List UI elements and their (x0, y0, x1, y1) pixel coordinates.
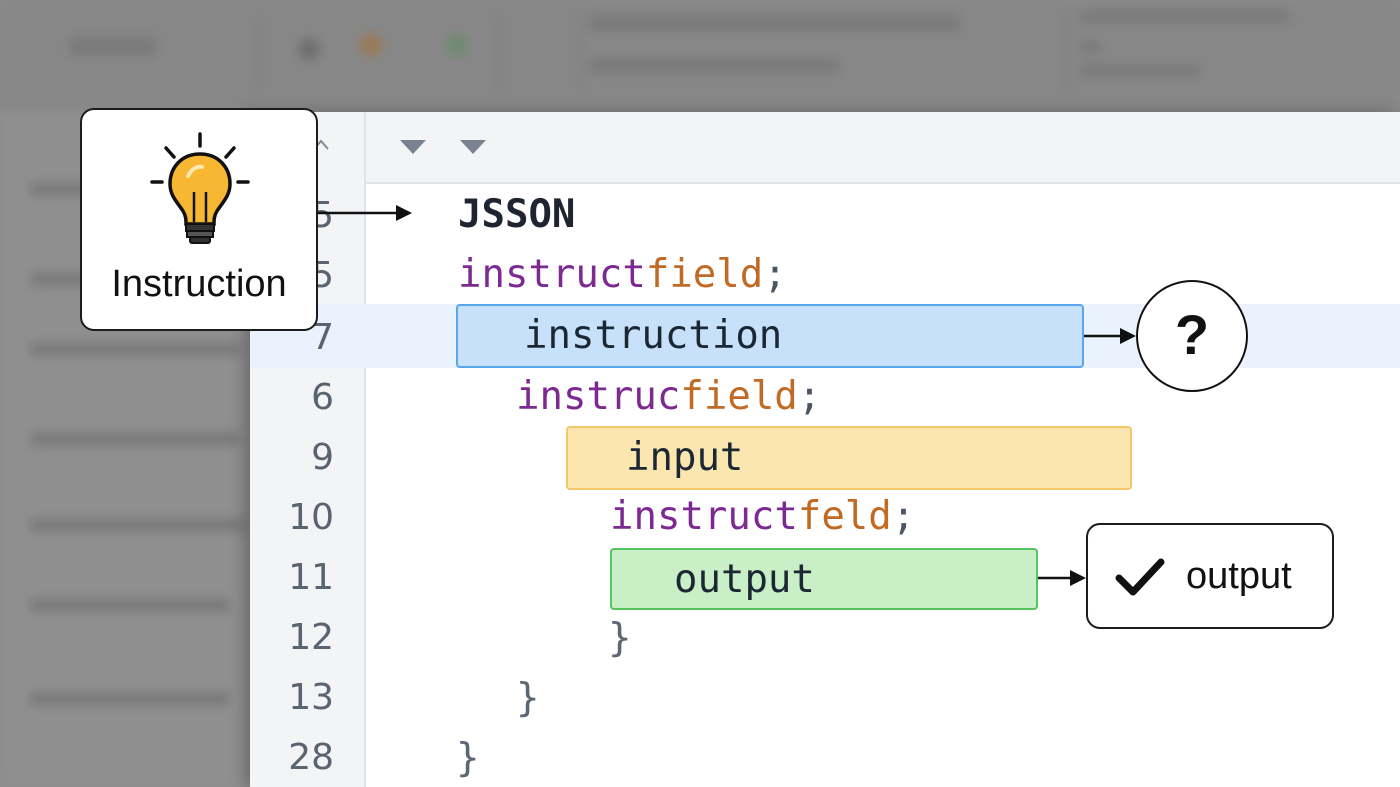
code-keyword: instruct (458, 252, 646, 297)
background-toolbar-item (590, 58, 840, 74)
line-number: 7 (311, 317, 334, 358)
background-divider (258, 18, 260, 90)
code-field-keyword: field (645, 252, 764, 297)
code-line-field: instrucfield; (516, 374, 821, 420)
closing-brace: } (608, 616, 632, 661)
output-callout: output (1086, 523, 1334, 629)
background-sidebar-line (30, 432, 240, 446)
background-sidebar-line (30, 342, 240, 356)
output-highlight[interactable]: output (610, 548, 1038, 610)
check-icon (1115, 558, 1165, 596)
code-keyword: instruct (610, 494, 798, 539)
background-toolbar-icon (298, 38, 320, 60)
instruction-callout: Instruction (80, 108, 318, 331)
code-punctuation: ; (797, 374, 822, 419)
code-line-field: instructfield; (458, 252, 787, 298)
line-number: 13 (288, 677, 334, 718)
background-sidebar-line (30, 518, 245, 532)
fold-arrow-icon[interactable] (460, 140, 486, 154)
background-toolbar-item (70, 36, 156, 56)
background-divider (580, 12, 582, 92)
closing-brace: } (456, 736, 480, 781)
lightbulb-icon (150, 132, 250, 244)
line-number: 28 (288, 737, 334, 778)
background-divider (1066, 8, 1068, 98)
line-number: 9 (311, 437, 334, 478)
closing-brace: } (516, 676, 540, 721)
background-toolbar (0, 0, 1400, 112)
question-callout: ? (1136, 280, 1248, 392)
code-line-field: instructfeld; (610, 494, 915, 540)
background-toolbar-icon (446, 34, 468, 56)
code-punctuation: ; (763, 252, 787, 297)
instruction-label: Instruction (111, 263, 287, 305)
background-divider (498, 14, 500, 94)
background-sidebar-line (30, 692, 230, 706)
background-toolbar-item (1080, 64, 1200, 78)
instruction-highlight[interactable]: instruction (456, 304, 1084, 368)
line-number: 10 (288, 497, 334, 538)
code-punctuation: ; (891, 494, 916, 539)
code-keyword: instruc (516, 374, 681, 419)
code-field-keyword: feld (797, 494, 892, 539)
background-toolbar-item (1080, 10, 1290, 24)
line-number: 6 (311, 377, 334, 418)
background-toolbar-icon (360, 34, 382, 56)
code-line-header: JSSON (458, 192, 576, 237)
output-label: output (1186, 555, 1292, 597)
line-number: 12 (288, 617, 334, 658)
background-sidebar-line (30, 598, 230, 612)
background-toolbar-item (1080, 40, 1100, 54)
input-highlight[interactable]: input (566, 426, 1132, 490)
background-toolbar-item (590, 14, 960, 32)
line-number: 11 (288, 557, 334, 598)
editor-header (250, 112, 1400, 184)
code-field-keyword: field (680, 374, 798, 419)
fold-arrow-icon[interactable] (400, 140, 426, 154)
